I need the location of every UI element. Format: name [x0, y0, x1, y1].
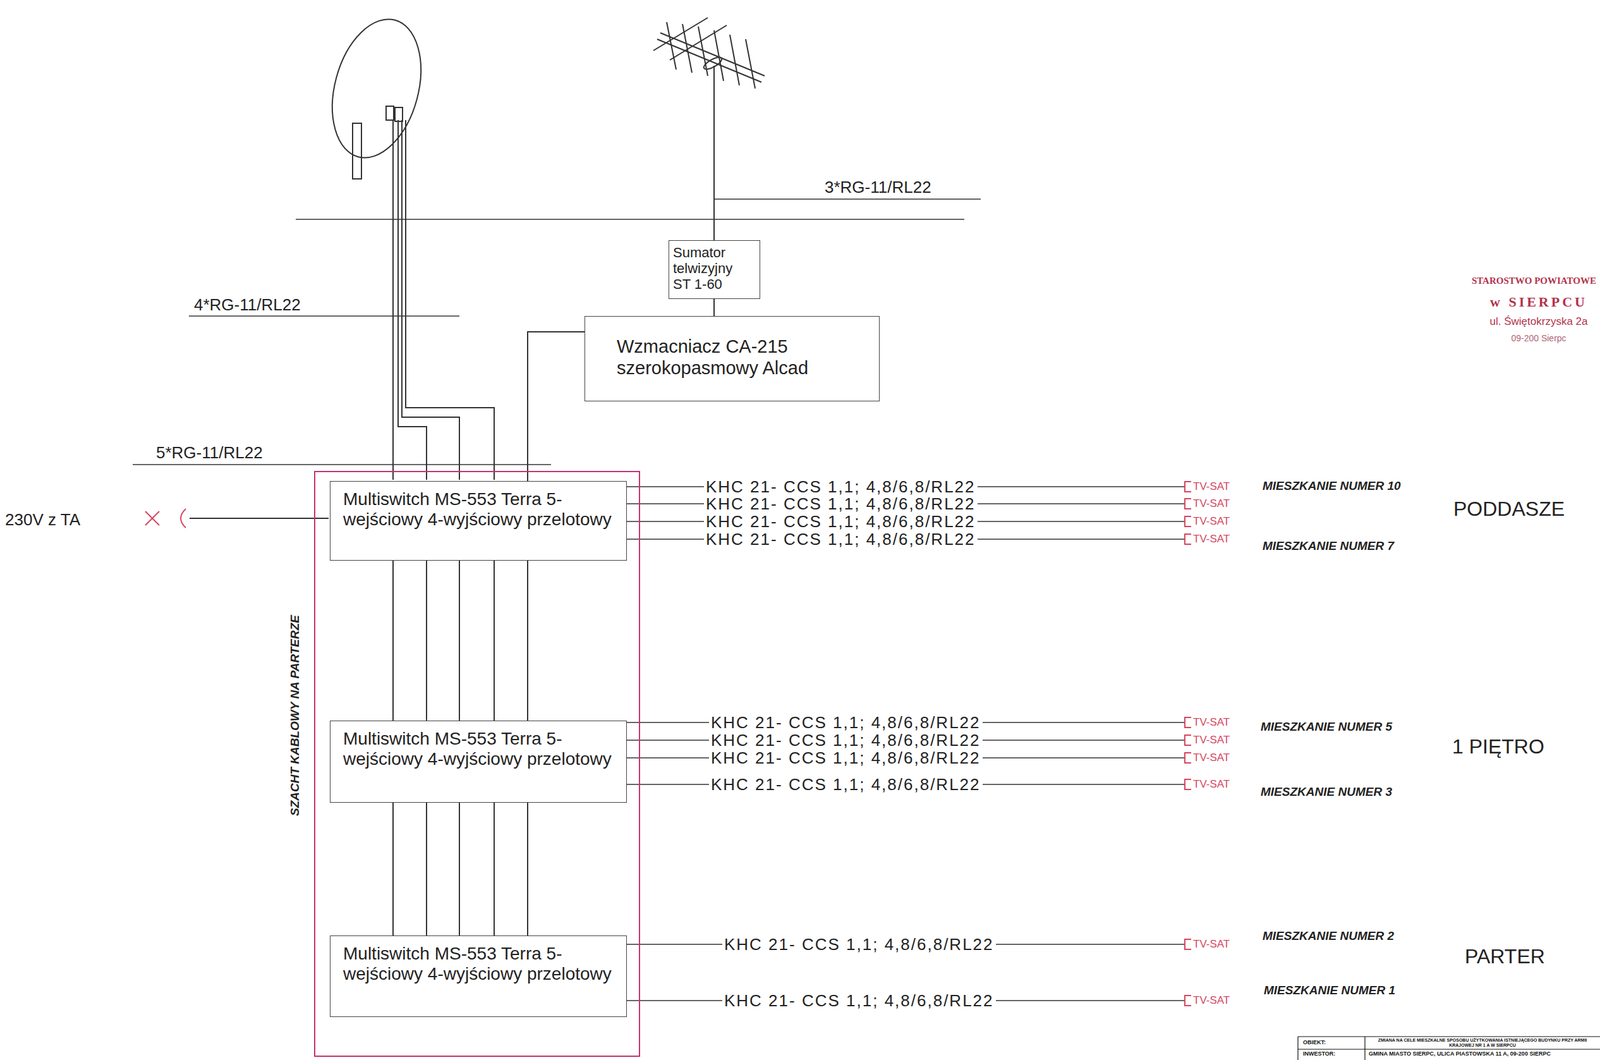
coax-connector [493, 802, 495, 936]
tv-sat-socket [1184, 481, 1192, 1006]
title-block-grid [1297, 1036, 1600, 1060]
cable-type: KHC 21- CCS 1,1; 4,8/6,8/RL22 [722, 935, 996, 953]
box-label: Wzmacniacz CA-215 szerokopasmowy Alcad [616, 335, 832, 379]
socket-label: TV-SAT [1193, 778, 1230, 791]
apartment-label: MIESZKANIE NUMER 5 [1260, 720, 1393, 734]
lnb [394, 107, 403, 122]
apartment-label: MIESZKANIE NUMER 7 [1262, 539, 1394, 553]
floor-label: PODDASZE [1453, 497, 1565, 521]
power-label: 230V z TA [5, 510, 81, 529]
power-socket [180, 508, 186, 528]
socket-label: TV-SAT [1193, 994, 1230, 1007]
socket-label: TV-SAT [1193, 734, 1230, 747]
satellite-dish [317, 9, 435, 169]
multiswitch-box: Multiswitch MS-553 Terra 5-wejściowy 4-w… [329, 720, 627, 803]
lnb [386, 106, 394, 121]
stamp-text: w SIERPCU [1490, 294, 1588, 310]
tv-antenna [653, 17, 765, 241]
title-block-value: ZMIANA NA CELE MIESZKALNE SPOSOBU UŻYTKO… [1368, 1037, 1597, 1048]
coax-connector [425, 560, 428, 721]
shaft-label: SZACHT KABLOWY NA PARTERZE [288, 614, 303, 816]
coax-connector [493, 560, 495, 721]
power-wire [189, 517, 329, 519]
coax-connector [425, 802, 428, 936]
dish-mast [352, 123, 362, 179]
multiswitch-box: Multiswitch MS-553 Terra 5-wejściowy 4-w… [329, 480, 627, 561]
socket-label: TV-SAT [1193, 938, 1230, 951]
socket-label: TV-SAT [1193, 716, 1230, 729]
coax-connector [527, 331, 585, 481]
title-block-field: OBIEKT: [1303, 1039, 1326, 1046]
coax-connector [713, 298, 715, 316]
cable-type: KHC 21- CCS 1,1; 4,8/6,8/RL22 [709, 731, 983, 749]
socket-label: TV-SAT [1193, 515, 1230, 528]
coax-connector [458, 802, 461, 936]
floor-label: 1 PIĘTRO [1452, 735, 1545, 758]
cable-type: KHC 21- CCS 1,1; 4,8/6,8/RL22 [703, 530, 978, 548]
outlet-cable [624, 486, 1185, 1001]
cable-type: KHC 21- CCS 1,1; 4,8/6,8/RL22 [703, 513, 978, 530]
stamp-text: ul. Świętokrzyska 2a [1490, 315, 1588, 328]
cable-spec: 5*RG-11/RL22 [156, 443, 263, 462]
box-label: Multiswitch MS-553 Terra 5-wejściowy 4-w… [343, 728, 615, 770]
cable-type: KHC 21- CCS 1,1; 4,8/6,8/RL22 [709, 775, 983, 793]
coax-connector [392, 560, 394, 721]
socket-label: TV-SAT [1193, 497, 1230, 510]
apartment-label: MIESZKANIE NUMER 10 [1262, 479, 1401, 493]
socket-label: TV-SAT [1193, 480, 1230, 493]
apartment-label: MIESZKANIE NUMER 1 [1263, 983, 1396, 998]
coax-connector [527, 560, 529, 721]
title-block-field: INWESTOR: [1303, 1050, 1336, 1058]
box-label: Multiswitch MS-553 Terra 5-wejściowy 4-w… [343, 489, 615, 530]
box-label: Multiswitch MS-553 Terra 5-wejściowy 4-w… [343, 943, 615, 984]
cable-spec: 4*RG-11/RL22 [193, 295, 301, 315]
apartment-label: MIESZKANIE NUMER 3 [1260, 785, 1393, 799]
box-label: Sumator telwizyjny ST 1-60 [672, 244, 752, 292]
leader-line [295, 199, 981, 220]
coax-connector [458, 560, 461, 721]
socket-label: TV-SAT [1193, 751, 1230, 764]
cable-shaft: SZACHT KABLOWY NA PARTERZEMultiswitch MS… [314, 470, 641, 1057]
coax-connector [527, 802, 529, 936]
amplifier-box: Wzmacniacz CA-215 szerokopasmowy Alcad [584, 315, 880, 402]
coax-connector [392, 802, 394, 936]
apartment-label: MIESZKANIE NUMER 2 [1262, 929, 1394, 943]
floor-label: PARTER [1464, 945, 1546, 968]
cable-type: KHC 21- CCS 1,1; 4,8/6,8/RL22 [722, 992, 996, 1009]
stamp-text: STAROSTWO POWIATOWE [1471, 275, 1597, 287]
multiswitch-box: Multiswitch MS-553 Terra 5-wejściowy 4-w… [329, 935, 627, 1017]
title-block-value: GMINA MIASTO SIERPC, ULICA PIASTOWSKA 11… [1368, 1050, 1551, 1058]
dish-cables [393, 120, 495, 480]
power-terminal [145, 511, 160, 526]
cable-type: KHC 21- CCS 1,1; 4,8/6,8/RL22 [709, 749, 983, 766]
cable-type: KHC 21- CCS 1,1; 4,8/6,8/RL22 [709, 714, 983, 731]
leader-line [132, 463, 552, 466]
combiner-box: Sumator telwizyjny ST 1-60 [668, 240, 761, 299]
socket-label: TV-SAT [1193, 533, 1230, 546]
leader-line [188, 315, 460, 317]
stamp-text: 09-200 Sierpc [1510, 333, 1566, 344]
cable-spec: 3*RG-11/RL22 [824, 178, 932, 197]
cable-type: KHC 21- CCS 1,1; 4,8/6,8/RL22 [703, 495, 978, 512]
cable-type: KHC 21- CCS 1,1; 4,8/6,8/RL22 [703, 478, 978, 495]
